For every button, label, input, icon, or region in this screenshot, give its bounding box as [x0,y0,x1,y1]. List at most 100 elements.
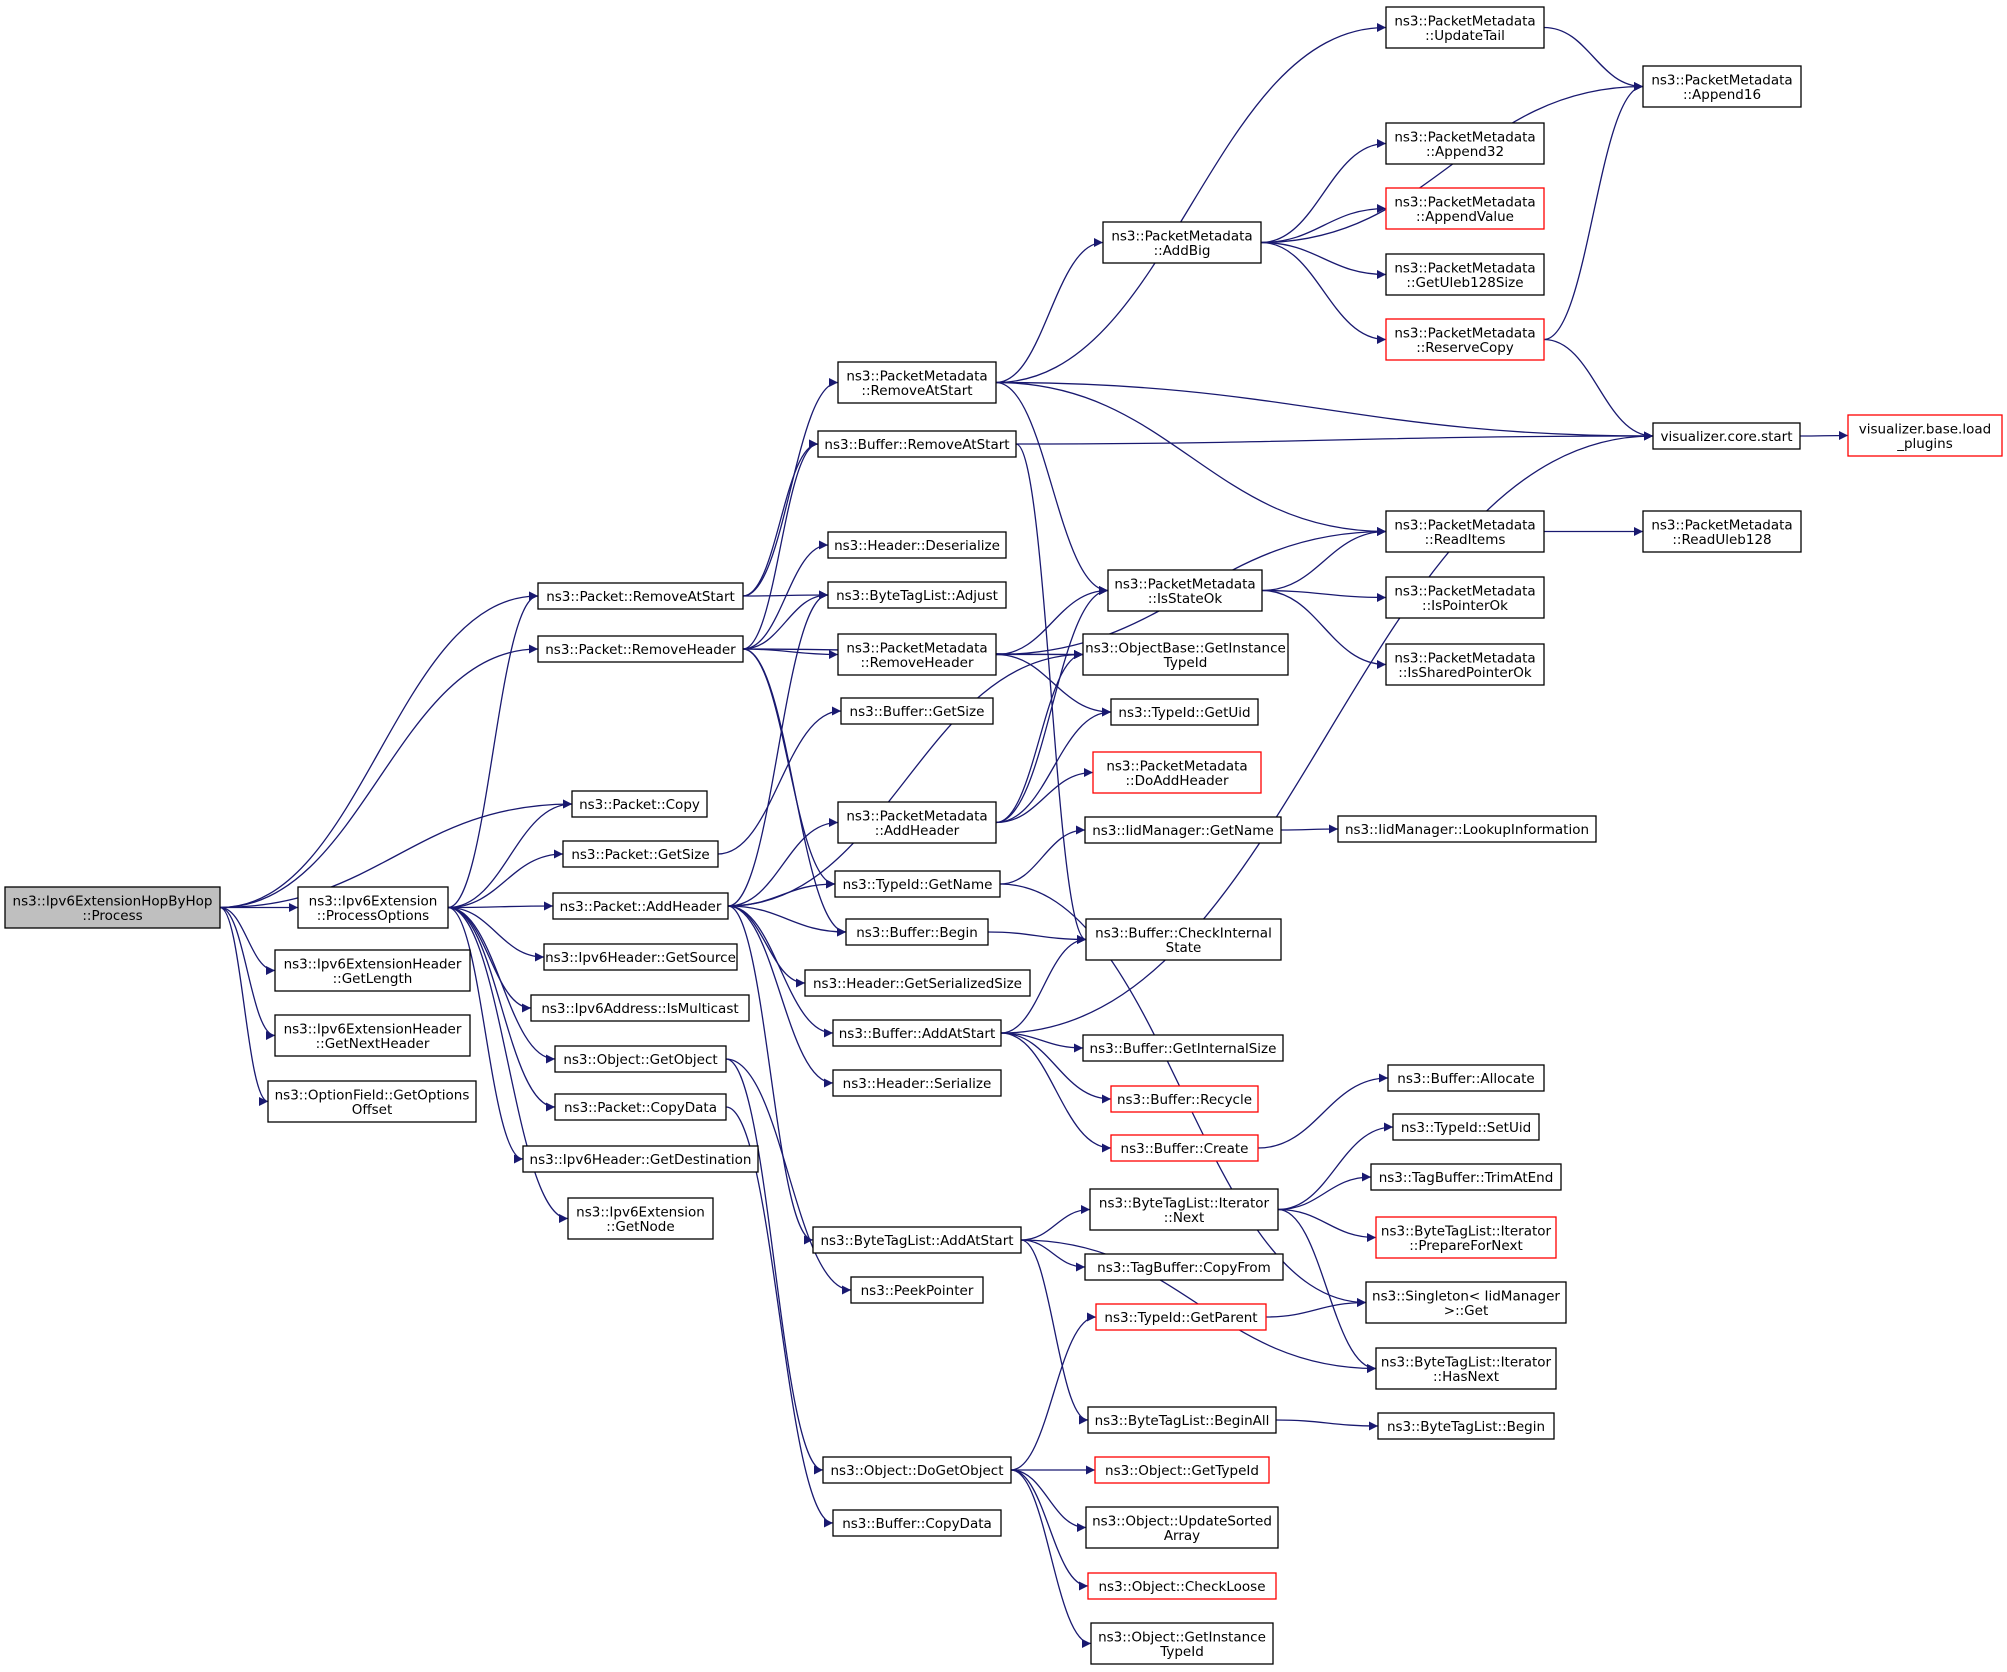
function-node-pm-is-state-ok[interactable]: ns3::PacketMetadata::IsStateOk [1107,569,1263,612]
function-node-is-multicast[interactable]: ns3::Ipv6Address::IsMulticast [530,994,750,1022]
function-node-buf-allocate[interactable]: ns3::Buffer::Allocate [1387,1064,1545,1092]
function-node-buf-get-internal-size[interactable]: ns3::Buffer::GetInternalSize [1082,1034,1284,1062]
node-label-line: ns3::TagBuffer::TrimAtEnd [1379,1170,1554,1186]
function-node-btl-adjust[interactable]: ns3::ByteTagList::Adjust [827,581,1007,609]
function-node-do-get-object[interactable]: ns3::Object::DoGetObject [822,1456,1012,1484]
function-node-hdr-deserialize[interactable]: ns3::Header::Deserialize [827,531,1007,559]
function-node-pm-read-uleb[interactable]: ns3::PacketMetadata::ReadUleb128 [1642,510,1802,553]
function-node-pm-append16[interactable]: ns3::PacketMetadata::Append16 [1642,65,1802,108]
call-edge [447,591,539,909]
function-node-ipv6-get-source[interactable]: ns3::Ipv6Header::GetSource [543,943,738,971]
function-node-btl-it-prepare[interactable]: ns3::ByteTagList::Iterator::PrepareForNe… [1375,1216,1557,1259]
function-node-pm-read-items[interactable]: ns3::PacketMetadata::ReadItems [1385,510,1545,553]
node-box [1642,510,1802,553]
node-box [552,892,729,920]
function-node-pm-remove-at-start[interactable]: ns3::PacketMetadata::RemoveAtStart [837,361,997,404]
function-node-btl-it-next[interactable]: ns3::ByteTagList::Iterator::Next [1089,1188,1279,1231]
function-node-ext-get-node[interactable]: ns3::Ipv6Extension::GetNode [567,1197,714,1240]
function-node-peek-pointer[interactable]: ns3::PeekPointer [850,1276,984,1304]
call-edge [1260,241,1387,279]
node-label-line: ns3::ByteTagList::Begin [1387,1419,1545,1435]
function-node-pkt-remove-at-start[interactable]: ns3::Packet::RemoveAtStart [537,582,744,610]
call-edge [995,707,1112,824]
node-box [1082,633,1289,676]
function-node-pm-add-header[interactable]: ns3::PacketMetadata::AddHeader [837,801,997,844]
function-node-singleton-get[interactable]: ns3::Singleton< IidManager >::Get [1365,1281,1567,1324]
function-node-viz-start[interactable]: visualizer.core.start [1652,422,1801,450]
node-label-line: ns3::Singleton< IidManager [1372,1288,1560,1304]
function-node-pkt-copy-data[interactable]: ns3::Packet::CopyData [554,1093,727,1121]
call-edge [447,906,556,1112]
function-node-btl-it-has-next[interactable]: ns3::ByteTagList::Iterator::HasNext [1375,1347,1557,1390]
function-node-process[interactable]: ns3::Ipv6ExtensionHopByHop::Process [4,886,221,929]
node-label-line: ns3::ByteTagList::BeginAll [1095,1413,1270,1429]
node-label-line: ns3::PacketMetadata [846,640,987,656]
function-node-pm-append-value[interactable]: ns3::PacketMetadata::AppendValue [1385,187,1545,230]
node-label-line: ::DoAddHeader [1125,773,1228,789]
function-node-obj-get-object[interactable]: ns3::Object::GetObject [554,1045,727,1073]
function-node-tb-copy-from[interactable]: ns3::TagBuffer::CopyFrom [1084,1253,1284,1281]
function-node-tid-get-name[interactable]: ns3::TypeId::GetName [834,870,1001,898]
function-node-pm-is-pointer-ok[interactable]: ns3::PacketMetadata::IsPointerOk [1385,576,1545,619]
function-node-btl-begin-all[interactable]: ns3::ByteTagList::BeginAll [1087,1406,1277,1434]
function-node-pm-remove-header[interactable]: ns3::PacketMetadata::RemoveHeader [837,633,997,676]
function-node-obj-get-type-id[interactable]: ns3::Object::GetTypeId [1094,1456,1270,1484]
function-node-pkt-get-size[interactable]: ns3::Packet::GetSize [562,840,719,868]
function-node-btl-begin[interactable]: ns3::ByteTagList::Begin [1377,1412,1555,1440]
node-label-line: ns3::Ipv6Address::IsMulticast [541,1001,738,1017]
function-node-pm-add-big[interactable]: ns3::PacketMetadata::AddBig [1102,221,1262,264]
node-box [1110,1085,1259,1113]
function-node-get-length[interactable]: ns3::Ipv6ExtensionHeader::GetLength [274,949,471,992]
call-edge [727,905,847,937]
function-node-buf-get-size[interactable]: ns3::Buffer::GetSize [840,697,994,725]
function-node-pm-append32[interactable]: ns3::PacketMetadata::Append32 [1385,122,1545,165]
function-node-pkt-remove-header[interactable]: ns3::Packet::RemoveHeader [537,635,744,663]
function-node-pm-get-uleb[interactable]: ns3::PacketMetadata::GetUleb128Size [1385,253,1545,296]
node-label-line: ns3::PacketMetadata [1111,228,1252,244]
function-node-iid-lookup[interactable]: ns3::IidManager::LookupInformation [1337,815,1597,843]
node-box [1085,1506,1279,1549]
function-node-pm-is-shared-ptr-ok[interactable]: ns3::PacketMetadata::IsSharedPointerOk [1385,643,1545,686]
call-edge [999,825,1086,885]
node-label-line: ::GetNextHeader [316,1036,430,1052]
function-node-obj-check-loose[interactable]: ns3::Object::CheckLoose [1087,1572,1277,1600]
call-edge [995,238,1104,384]
node-label-line: ::IsSharedPointerOk [1398,665,1532,681]
function-node-ipv6-get-dest[interactable]: ns3::Ipv6Header::GetDestination [522,1145,759,1173]
function-node-pkt-copy[interactable]: ns3::Packet::Copy [571,790,708,818]
function-node-pm-do-add-header[interactable]: ns3::PacketMetadata::DoAddHeader [1092,751,1262,794]
call-edge [995,653,1112,717]
node-box [1084,816,1282,844]
function-node-tb-trim-at-end[interactable]: ns3::TagBuffer::TrimAtEnd [1370,1163,1562,1191]
function-node-buf-recycle[interactable]: ns3::Buffer::Recycle [1110,1085,1259,1113]
node-label-line: >::Get [1444,1303,1488,1319]
function-node-hdr-serialize[interactable]: ns3::Header::Serialize [832,1069,1002,1097]
function-node-tid-set-uid[interactable]: ns3::TypeId::SetUid [1392,1113,1540,1141]
function-node-buf-copy-data[interactable]: ns3::Buffer::CopyData [832,1509,1002,1537]
function-node-pkt-add-header[interactable]: ns3::Packet::AddHeader [552,892,729,920]
function-node-process-options[interactable]: ns3::Ipv6Extension::ProcessOptions [297,886,449,929]
function-node-tid-get-uid[interactable]: ns3::TypeId::GetUid [1110,698,1259,726]
function-node-pm-reserve-copy[interactable]: ns3::PacketMetadata::ReserveCopy [1385,318,1545,361]
function-node-buf-begin[interactable]: ns3::Buffer::Begin [845,918,989,946]
function-node-hdr-get-ser-size[interactable]: ns3::Header::GetSerializedSize [804,969,1031,997]
call-edge [219,799,573,909]
node-box [827,531,1007,559]
function-node-tid-get-parent[interactable]: ns3::TypeId::GetParent [1095,1303,1267,1331]
function-node-buf-remove-at-start[interactable]: ns3::Buffer::RemoveAtStart [817,430,1017,458]
node-label-line: ns3::TagBuffer::CopyFrom [1097,1260,1271,1276]
function-node-buf-create[interactable]: ns3::Buffer::Create [1110,1134,1259,1162]
function-node-btl-add-at-start[interactable]: ns3::ByteTagList::AddAtStart [812,1226,1022,1254]
node-label-line: ns3::Buffer::CopyData [842,1516,992,1532]
function-node-get-next-header[interactable]: ns3::Ipv6ExtensionHeader::GetNextHeader [274,1014,471,1057]
function-node-iid-get-name[interactable]: ns3::IidManager::GetName [1084,816,1282,844]
function-node-buf-add-at-start[interactable]: ns3::Buffer::AddAtStart [832,1019,1002,1047]
function-node-viz-load-plugins[interactable]: visualizer.base.load_plugins [1847,414,2003,457]
function-node-pm-update-tail[interactable]: ns3::PacketMetadata::UpdateTail [1385,6,1545,49]
node-label-line: ns3::Buffer::GetInternalSize [1090,1041,1277,1057]
